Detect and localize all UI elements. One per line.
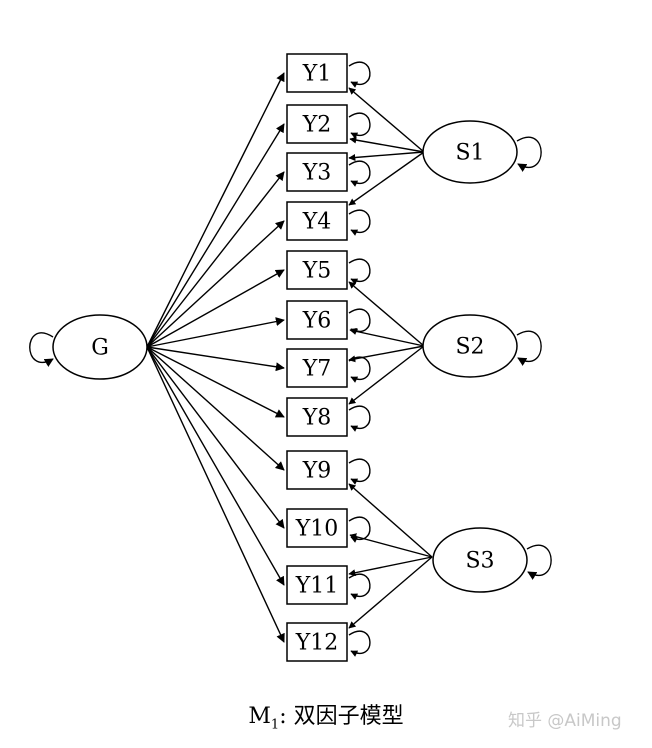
figure-caption: M1: 双因子模型: [0, 698, 652, 732]
indicator-box-y2: [286, 104, 348, 144]
y8-residual-loop: [348, 405, 371, 432]
g-loading-y4: [146, 220, 285, 348]
indicator-label-y7: Y7: [302, 357, 332, 382]
indicator-box-y11: [286, 565, 348, 605]
g-loading-y12: [146, 346, 285, 643]
general-factor-label: G: [91, 336, 109, 361]
indicator-label-y11: Y11: [295, 574, 339, 599]
s3-loading-y12: [348, 556, 433, 629]
s1-variance-loop: [516, 136, 542, 172]
indicator-label-y12: Y12: [295, 631, 339, 656]
indicator-label-y5: Y5: [302, 259, 332, 284]
g-loading-y8: [146, 346, 285, 418]
indicator-box-y5: [286, 250, 348, 290]
g-variance-loop: [29, 332, 54, 367]
s2-variance-loop: [516, 330, 542, 366]
g-loading-y11: [146, 346, 285, 586]
indicator-box-y1: [286, 53, 348, 93]
indicator-box-y10: [286, 508, 348, 548]
specific-factor-label-s3: S3: [465, 549, 494, 574]
general-factor-ellipse: [52, 314, 148, 380]
indicator-box-y12: [286, 622, 348, 662]
indicator-label-y10: Y10: [295, 517, 339, 542]
g-loading-y5: [146, 269, 285, 348]
s3-variance-loop: [526, 544, 552, 580]
indicator-label-y4: Y4: [302, 210, 332, 235]
y4-residual-loop: [348, 209, 371, 236]
y5-residual-loop: [348, 258, 371, 285]
caption-subscript: 1: [270, 717, 280, 733]
y1-residual-loop: [348, 61, 371, 88]
s2-loading-y8: [348, 345, 425, 405]
s3-loading-y9: [348, 483, 433, 558]
y7-residual-loop: [348, 356, 371, 383]
indicator-box-y7: [286, 348, 348, 388]
s1-loading-y2: [349, 136, 425, 153]
indicator-box-y9: [286, 450, 348, 490]
y6-residual-loop: [348, 308, 371, 335]
s1-loading-y3: [348, 151, 425, 161]
specific-factor-ellipse-s1: [422, 120, 518, 184]
y9-residual-loop: [348, 458, 371, 485]
g-loading-y9: [146, 346, 285, 471]
y2-residual-loop: [348, 112, 371, 139]
y10-residual-loop: [348, 516, 371, 543]
specific-factor-ellipse-s3: [432, 527, 528, 593]
indicator-box-y6: [286, 300, 348, 340]
caption-model: M: [248, 704, 271, 729]
s1-loading-y1: [348, 87, 425, 153]
g-loading-y7: [146, 346, 285, 372]
watermark: 知乎 @AiMing: [508, 711, 622, 731]
specific-factor-label-s2: S2: [455, 335, 484, 360]
y3-residual-loop: [348, 160, 371, 187]
s2-loading-y7: [348, 345, 425, 363]
g-loading-y6: [146, 317, 285, 348]
indicator-label-y9: Y9: [302, 459, 332, 484]
indicator-label-y3: Y3: [302, 161, 332, 186]
indicator-label-y8: Y8: [302, 406, 332, 431]
y11-residual-loop: [348, 573, 371, 600]
g-loading-y2: [146, 123, 285, 348]
indicator-label-y1: Y1: [302, 62, 332, 87]
indicator-box-y3: [286, 152, 348, 192]
specific-factor-label-s1: S1: [455, 141, 484, 166]
indicator-box-y4: [286, 201, 348, 241]
s3-loading-y11: [348, 556, 433, 577]
indicator-label-y6: Y6: [302, 309, 332, 334]
g-loading-y1: [146, 72, 285, 348]
caption-text: : 双因子模型: [279, 704, 404, 729]
y12-residual-loop: [348, 630, 371, 657]
specific-factor-ellipse-s2: [422, 314, 518, 378]
g-loading-y3: [146, 171, 285, 348]
s2-loading-y6: [349, 327, 425, 347]
indicator-label-y2: Y2: [302, 113, 332, 138]
s1-loading-y4: [348, 151, 425, 206]
indicator-box-y8: [286, 397, 348, 437]
s2-loading-y5: [348, 281, 425, 347]
g-loading-y10: [146, 346, 285, 529]
